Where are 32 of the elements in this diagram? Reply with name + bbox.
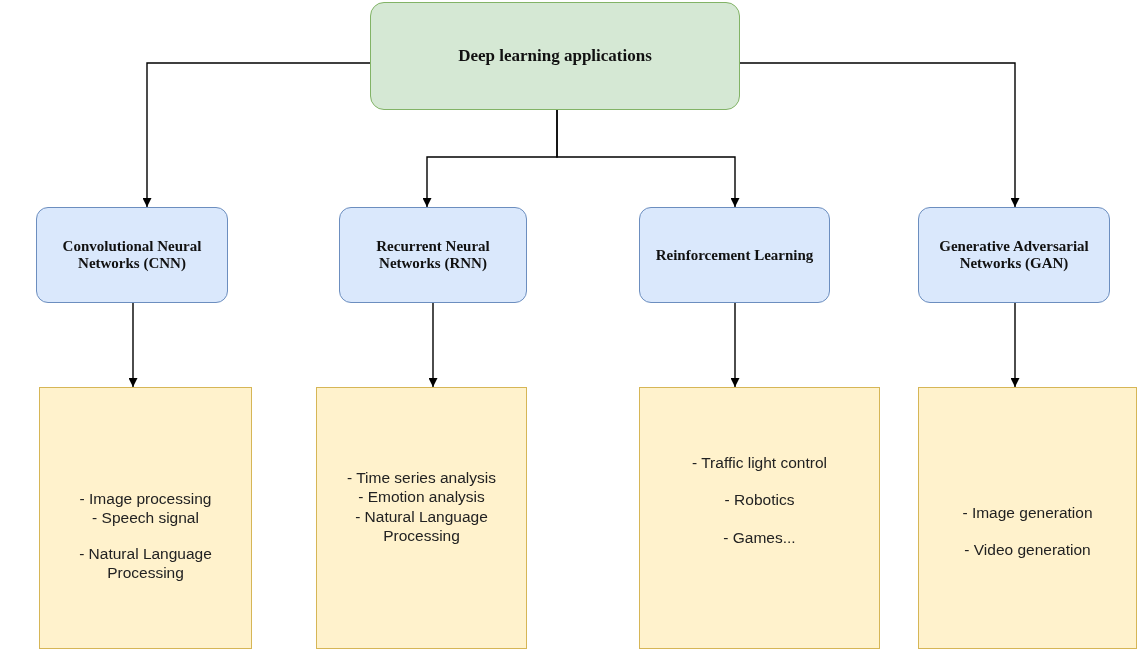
- list-item: - Natural Language Processing: [78, 543, 213, 583]
- arrow: [428, 302, 438, 388]
- list-item: - Video generation: [964, 540, 1091, 560]
- root-box: [370, 2, 740, 110]
- application-list-box: [918, 387, 1137, 649]
- application-list-box: [316, 387, 527, 649]
- node-label: Generative Adversarial Networks (GAN): [938, 238, 1090, 272]
- list-item: - Natural Language Processing: [354, 506, 489, 546]
- category-box: [36, 207, 228, 303]
- category-box: [639, 207, 830, 303]
- arrow: [128, 302, 138, 388]
- arrow: [739, 62, 1020, 208]
- list-item: - Speech signal: [92, 508, 199, 528]
- node-label: Convolutional Neural Networks (CNN): [61, 238, 203, 272]
- arrow: [556, 109, 740, 208]
- arrow: [730, 302, 740, 388]
- category-box: [339, 207, 527, 303]
- node-label: Reinforcement Learning: [655, 246, 814, 264]
- application-list-box: [639, 387, 880, 649]
- application-list-box: [39, 387, 252, 649]
- category-box: [918, 207, 1110, 303]
- arrow: [1010, 302, 1020, 388]
- arrow: [142, 62, 371, 208]
- node-label: Recurrent Neural Networks (RNN): [375, 238, 491, 272]
- list-item: - Robotics: [724, 490, 795, 510]
- list-item: - Time series analysis: [347, 468, 496, 488]
- list-item: - Emotion analysis: [358, 487, 485, 507]
- list-item: - Image generation: [962, 503, 1093, 523]
- list-item: - Image processing: [79, 489, 212, 509]
- list-item: - Games...: [723, 527, 796, 548]
- node-label: Deep learning applications: [458, 46, 652, 66]
- list-item: - Traffic light control: [692, 453, 827, 473]
